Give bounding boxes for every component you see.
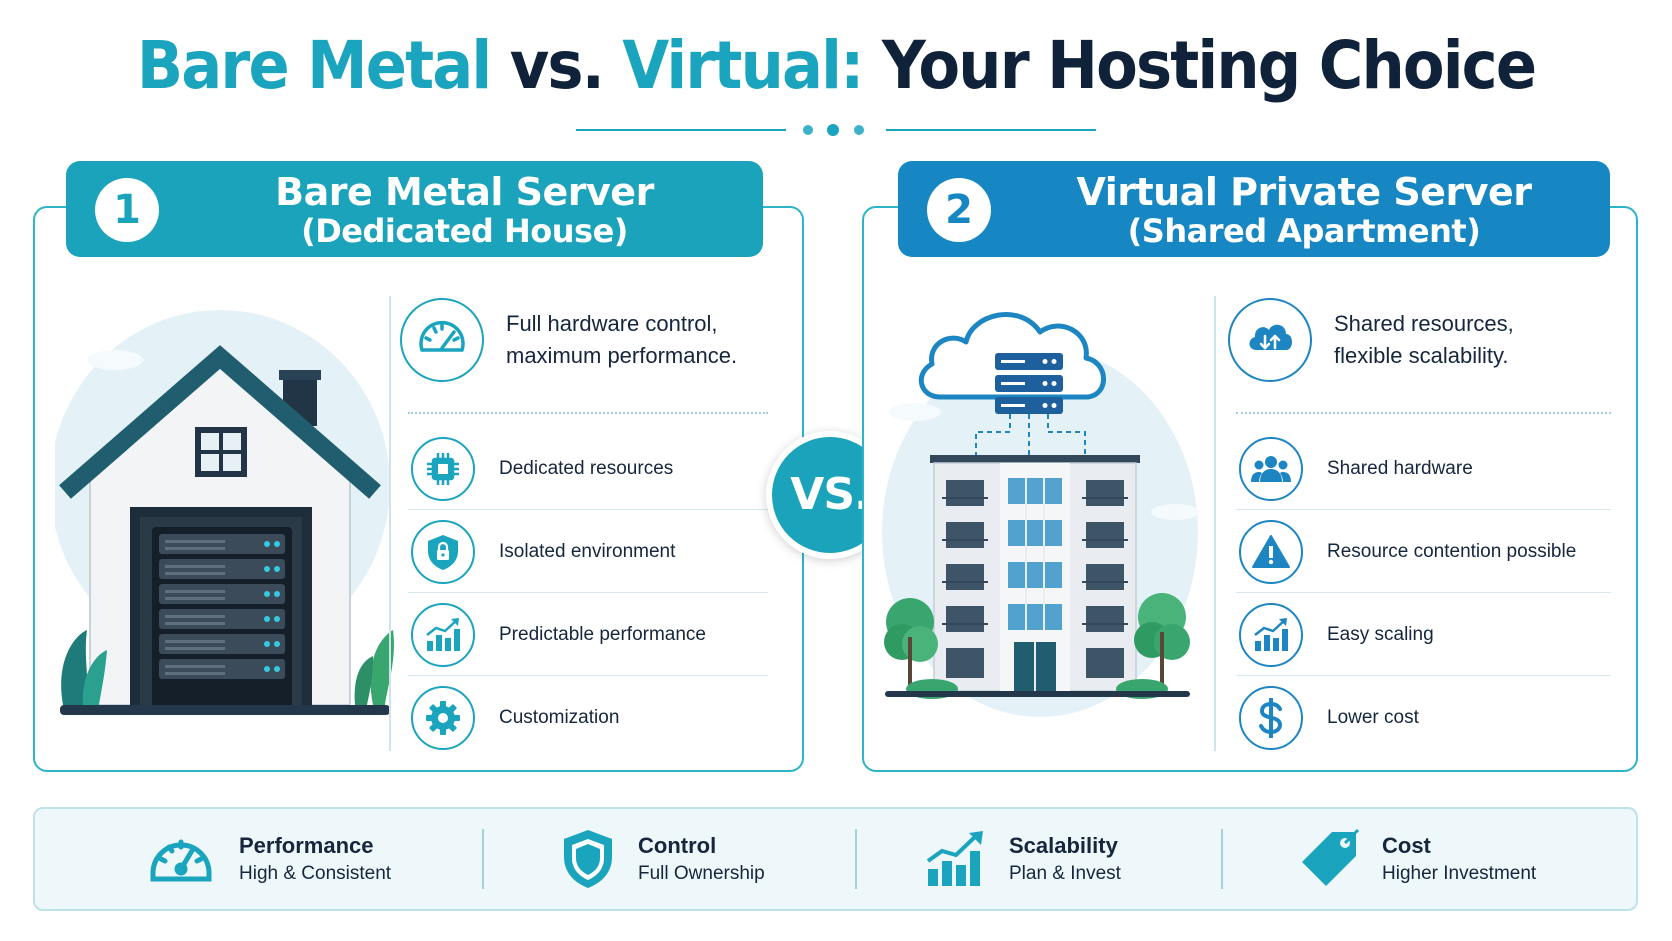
speedometer-icon <box>400 298 484 382</box>
divider-dot <box>803 125 813 135</box>
feature-easy-scaling: Easy scaling <box>1327 623 1434 645</box>
summary-control-value: Full Ownership <box>638 863 765 884</box>
vps-key-line1: Shared resources, <box>1334 311 1514 336</box>
apartment-illustration <box>880 292 1200 737</box>
page-title: Bare Metal vs. Virtual: Your Hosting Cho… <box>67 18 1605 114</box>
feature-isolated-environment: Isolated environment <box>499 540 676 562</box>
bare-metal-title: Bare Metal Server <box>275 170 654 214</box>
divider-line-left <box>576 129 786 131</box>
summary-performance-value: High & Consistent <box>239 863 392 884</box>
vps-subtitle: (Shared Apartment) <box>1127 212 1481 250</box>
feature-customization: Customization <box>499 707 620 728</box>
feature-lower-cost: Lower cost <box>1327 707 1419 728</box>
summary-performance: Performance High & Consistent <box>145 809 391 909</box>
bare-metal-feature-row: Customization <box>408 677 768 759</box>
title-vs: vs. <box>509 27 605 104</box>
summary-separator <box>1221 829 1223 889</box>
vps-title: Virtual Private Server <box>1076 170 1532 214</box>
title-divider <box>576 124 1096 136</box>
panel-number-1: 1 <box>95 178 159 242</box>
gear-icon <box>411 686 475 750</box>
bare-metal-key-line2: maximum performance. <box>506 343 738 368</box>
summary-scalability: Scalability Plan & Invest <box>925 809 1121 909</box>
divider-line-right <box>886 129 1096 131</box>
left-panel-separator <box>389 296 391 751</box>
summary-separator <box>482 829 484 889</box>
summary-strip: Performance High & Consistent Control Fu… <box>33 807 1638 911</box>
gauge-icon <box>145 829 217 889</box>
vps-banner: 2 Virtual Private Server (Shared Apartme… <box>898 161 1610 257</box>
summary-cost-label: Cost <box>1382 833 1431 858</box>
summary-scalability-value: Plan & Invest <box>1009 863 1121 884</box>
right-panel-separator <box>1214 296 1216 751</box>
warning-icon <box>1239 519 1303 584</box>
bare-metal-feature-row: Predictable performance <box>408 594 768 676</box>
feature-dedicated-resources: Dedicated resources <box>499 457 674 479</box>
summary-cost-value: Higher Investment <box>1382 863 1537 884</box>
vps-feature-row: Resource contention possible <box>1236 511 1611 593</box>
summary-control: Control Full Ownership <box>560 809 765 909</box>
bar-chart-icon <box>925 829 987 889</box>
summary-scalability-label: Scalability <box>1009 833 1118 858</box>
bare-metal-feature-row: Isolated environment <box>408 511 768 593</box>
bare-metal-banner: 1 Bare Metal Server (Dedicated House) <box>66 161 763 257</box>
bare-metal-subtitle: (Dedicated House) <box>301 212 628 250</box>
summary-performance-label: Performance <box>239 833 374 858</box>
chip-icon <box>411 436 475 501</box>
vps-key-feature: Shared resources, flexible scalability. <box>1228 298 1514 382</box>
cloud-arrows-icon <box>1228 298 1312 382</box>
bare-metal-key-feature: Full hardware control, maximum performan… <box>400 298 737 382</box>
shield-lock-icon <box>411 519 475 584</box>
summary-control-label: Control <box>638 833 717 858</box>
shield-icon <box>560 827 616 891</box>
feature-shared-hardware: Shared hardware <box>1327 457 1473 479</box>
panel-number-2: 2 <box>927 178 991 242</box>
vps-feature-row: Shared hardware <box>1236 428 1611 510</box>
house-illustration <box>55 300 395 730</box>
feature-predictable-performance: Predictable performance <box>499 623 706 645</box>
users-icon <box>1239 436 1303 501</box>
title-rest: Your Hosting Choice <box>881 27 1537 104</box>
vps-key-line2: flexible scalability. <box>1334 343 1509 368</box>
summary-separator <box>855 829 857 889</box>
feature-resource-contention: Resource contention possible <box>1327 540 1577 562</box>
bare-metal-key-line1: Full hardware control, <box>506 311 718 336</box>
bar-chart-icon <box>1239 602 1303 667</box>
summary-cost: Cost Higher Investment <box>1298 809 1536 909</box>
left-dotted-divider <box>408 412 768 414</box>
price-tag-icon <box>1298 828 1360 890</box>
title-bare-metal: Bare Metal <box>136 27 492 104</box>
dollar-icon <box>1239 686 1303 750</box>
divider-dot <box>854 125 864 135</box>
divider-dot <box>827 124 839 136</box>
vps-feature-row: Easy scaling <box>1236 594 1611 676</box>
title-virtual: Virtual: <box>622 27 864 104</box>
bar-chart-icon <box>411 602 475 667</box>
vps-feature-row: Lower cost <box>1236 677 1611 759</box>
bare-metal-feature-row: Dedicated resources <box>408 428 768 510</box>
right-dotted-divider <box>1236 412 1611 414</box>
